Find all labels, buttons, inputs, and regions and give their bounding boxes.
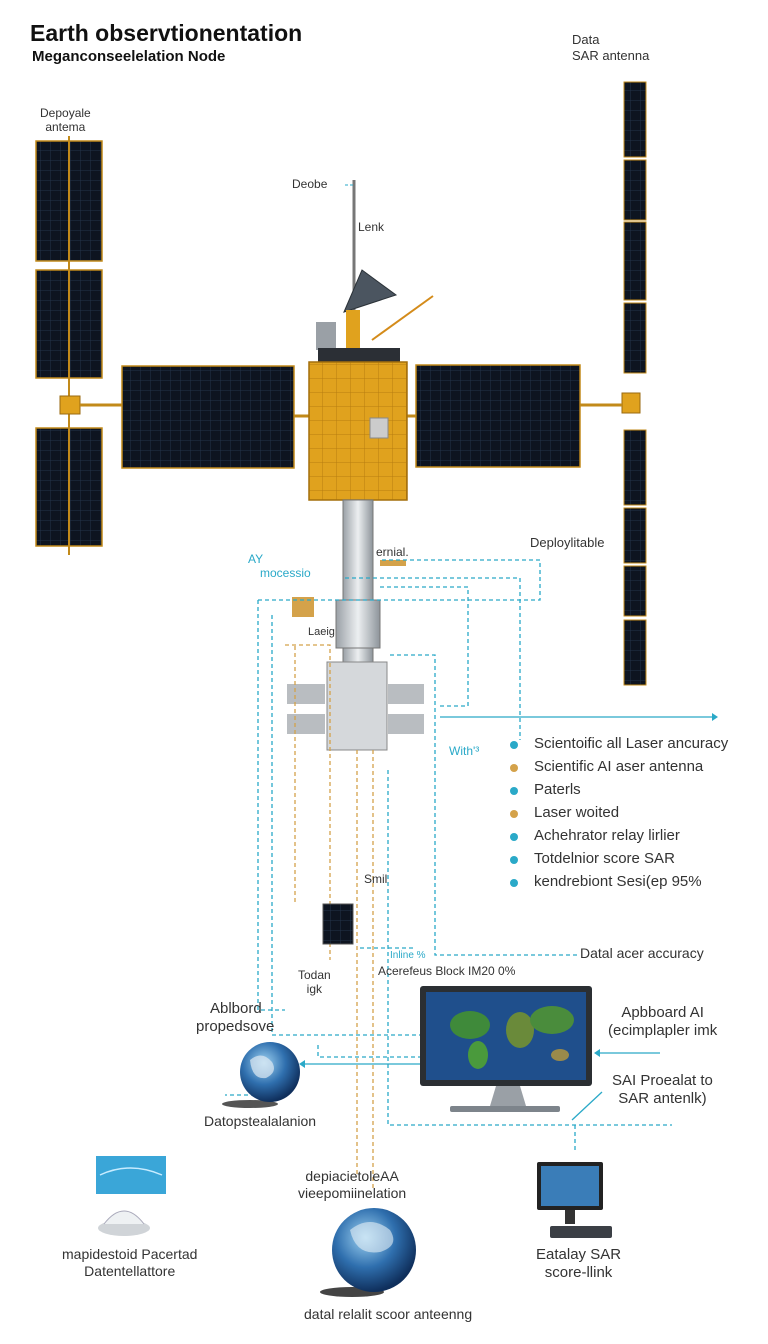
- legend-item-label: Scientific AI aser antenna: [534, 758, 704, 775]
- world-map-monitor: [420, 986, 592, 1112]
- page-title: Earth observtionentation: [30, 20, 303, 46]
- satellite-bus: [308, 180, 434, 501]
- legend-bullet-icon: [510, 787, 518, 795]
- desktop-computer-icon: [537, 1162, 612, 1238]
- label-with: With'³: [449, 744, 480, 758]
- label-apbboard: Apbboard AI(ecimplapler imk: [608, 1004, 718, 1039]
- legend-item-label: Achehrator relay lirlier: [534, 827, 680, 844]
- label-datopstealalanion: Datopstealalanion: [204, 1113, 317, 1129]
- legend-item-label: Paterls: [534, 781, 581, 798]
- legend-item-label: Totdelnior score SAR: [534, 850, 675, 867]
- legend-item-label: Scientoific all Laser ancuracy: [534, 735, 729, 752]
- label-deployable-right: Deploylitable: [530, 535, 605, 550]
- label-datal-relalit: datal relalit scoor anteenng: [304, 1306, 473, 1322]
- left-globe-icon: [222, 1042, 300, 1108]
- legend-bullet-icon: [510, 856, 518, 864]
- map-tile-icon: [96, 1156, 166, 1236]
- legend-bullet-icon: [510, 741, 518, 749]
- label-lenk: Lenk: [358, 220, 385, 234]
- solar-array-left: [121, 365, 310, 469]
- right-sar-antenna: [580, 81, 647, 686]
- cyan-connectors: [225, 559, 672, 1150]
- solar-array-right: [406, 364, 581, 468]
- gold-connectors: [285, 644, 374, 1190]
- legend-bullet-icon: [510, 810, 518, 818]
- label-laeig: Laeig: [308, 626, 335, 638]
- label-data-accuracy: Datal acer accuracy: [580, 945, 704, 961]
- label-deobe: Deobe: [292, 177, 328, 191]
- page-subtitle: Meganconseelelation Node: [32, 48, 226, 65]
- legend-item-label: Laser woited: [534, 804, 620, 821]
- label-block-prefix: Inline %: [390, 950, 426, 961]
- legend-item-label: kendrebiont Sesi(ep 95%: [534, 873, 702, 890]
- small-solar-panel: [322, 903, 354, 945]
- legend-bullet-icon: [510, 879, 518, 887]
- legend-bullet-icon: [510, 833, 518, 841]
- label-block: Acerefeus Block IM20 0%: [378, 964, 516, 978]
- label-serial: ernial.: [376, 545, 409, 559]
- label-small: Smil: [364, 872, 388, 886]
- left-deployable-antenna: [35, 136, 122, 555]
- center-globe-icon: [320, 1208, 416, 1297]
- payload-module: [287, 499, 424, 751]
- legend-bullet-icon: [510, 764, 518, 772]
